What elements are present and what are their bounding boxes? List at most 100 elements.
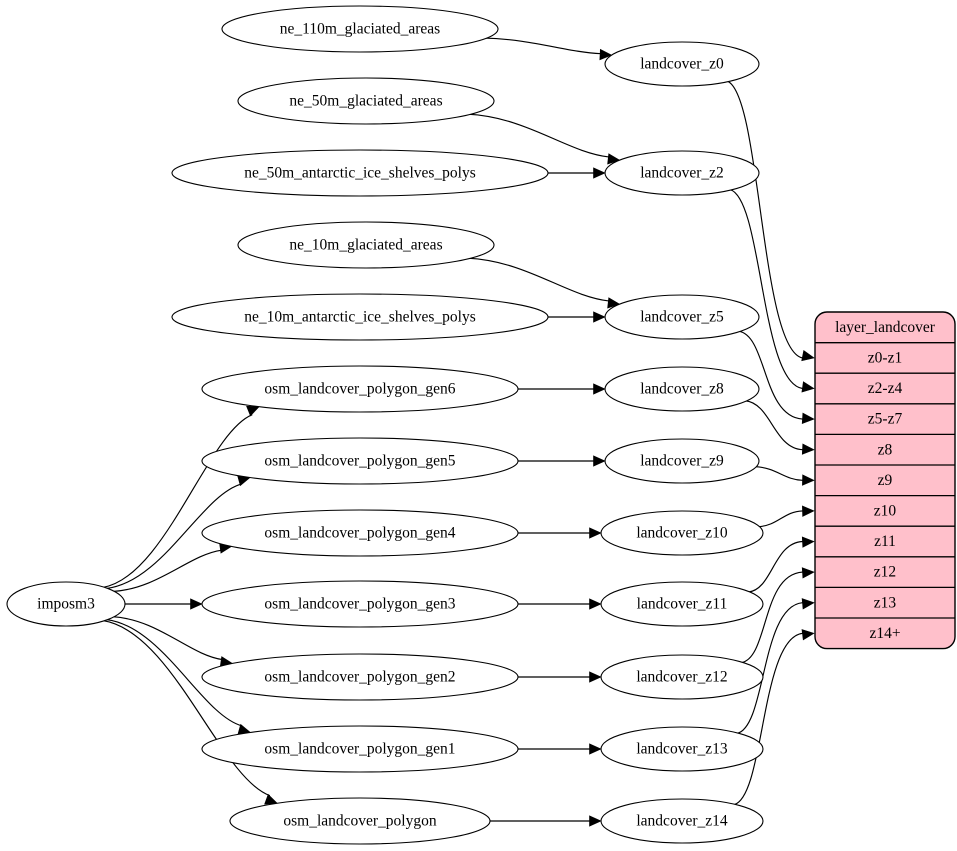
table-row-z5-z7[interactable] <box>815 403 955 435</box>
arrowhead-landcover_z9-to-z9 <box>802 474 815 486</box>
table-cell-label-z9: z9 <box>878 472 893 489</box>
node-label: landcover_z0 <box>640 56 724 73</box>
node-label: landcover_z5 <box>640 309 724 326</box>
table-header-cell <box>815 312 955 343</box>
table-cell-label-z8: z8 <box>878 441 893 458</box>
edge-ne_110m_glaciated_areas-to-landcover_z0 <box>483 37 602 55</box>
node-landcover_z10[interactable]: landcover_z10 <box>600 510 764 556</box>
node-osm_landcover_polygon_gen6[interactable]: osm_landcover_polygon_gen6 <box>201 365 519 413</box>
node-landcover_z11[interactable]: landcover_z11 <box>600 581 764 627</box>
node-label: landcover_z2 <box>640 165 724 182</box>
node-label: osm_landcover_polygon_gen4 <box>264 525 455 542</box>
node-landcover_z12[interactable]: landcover_z12 <box>600 654 764 700</box>
table-cell-label-z2-z4: z2-z4 <box>868 380 903 397</box>
table-row-z2-z4[interactable] <box>815 373 955 404</box>
node-ne_50m_glaciated_areas[interactable]: ne_50m_glaciated_areas <box>237 77 495 125</box>
edge-landcover_z12-to-z12 <box>741 571 803 664</box>
node-landcover_z5[interactable]: landcover_z5 <box>604 294 760 340</box>
edge-landcover_z13-to-z13 <box>736 602 803 735</box>
arrowhead-ne_50m_glaciated_areas-to-landcover_z2 <box>607 153 621 165</box>
table-row-z14+[interactable] <box>815 618 955 649</box>
nodes-layer: imposm3 ne_110m_glaciated_areas ne_50m_gla… <box>6 5 764 845</box>
node-osm_landcover_polygon[interactable]: osm_landcover_polygon <box>229 797 491 845</box>
node-imposm3[interactable]: imposm3 <box>6 581 126 627</box>
table-outline <box>814 311 956 650</box>
node-ne_10m_antarctic_ice_shelves_polys[interactable]: ne_10m_antarctic_ice_shelves_polys <box>171 293 549 341</box>
table-row-z8[interactable] <box>815 434 955 465</box>
node-osm_landcover_polygon_gen5[interactable]: osm_landcover_polygon_gen5 <box>201 437 519 485</box>
edge-ne_10m_glaciated_areas-to-landcover_z5 <box>467 257 610 302</box>
node-shape <box>171 149 549 197</box>
table-row-z11[interactable] <box>815 526 955 557</box>
table-row-z10[interactable] <box>815 495 955 527</box>
node-osm_landcover_polygon_gen4[interactable]: osm_landcover_polygon_gen4 <box>201 509 519 557</box>
table-body <box>815 312 955 649</box>
table-row-z9[interactable] <box>815 465 955 496</box>
node-shape <box>604 366 760 412</box>
node-shape <box>6 581 126 627</box>
arrowhead-osm_landcover_polygon_gen4-to-landcover_z10 <box>589 527 602 539</box>
arrowhead-landcover_z0-to-z0-z1 <box>801 350 815 362</box>
arrowhead-imposm3-to-osm_landcover_polygon_gen6 <box>246 405 260 417</box>
node-shape <box>600 654 764 700</box>
node-landcover_z2[interactable]: landcover_z2 <box>604 150 760 196</box>
node-label: ne_50m_antarctic_ice_shelves_polys <box>244 165 476 182</box>
node-ne_10m_glaciated_areas[interactable]: ne_10m_glaciated_areas <box>237 221 495 269</box>
node-shape <box>604 438 760 484</box>
edge-landcover_z0-to-z0-z1 <box>727 80 803 359</box>
node-ne_110m_glaciated_areas[interactable]: ne_110m_glaciated_areas <box>221 5 499 53</box>
arrowhead-osm_landcover_polygon_gen2-to-landcover_z12 <box>589 671 602 683</box>
arrowhead-landcover_z12-to-z12 <box>801 567 815 579</box>
node-label: ne_50m_glaciated_areas <box>289 93 442 110</box>
arrowhead-landcover_z11-to-z11 <box>801 536 815 548</box>
edge-landcover_z2-to-z2-z4 <box>729 189 803 390</box>
table-cell-label-z12: z12 <box>874 564 896 581</box>
arrowhead-osm_landcover_polygon-to-landcover_z14 <box>589 815 602 827</box>
node-landcover_z13[interactable]: landcover_z13 <box>600 726 764 772</box>
node-shape <box>604 294 760 340</box>
arrowhead-landcover_z13-to-z13 <box>801 598 815 610</box>
node-label: osm_landcover_polygon_gen1 <box>264 741 455 758</box>
node-shape <box>600 726 764 772</box>
node-landcover_z14[interactable]: landcover_z14 <box>600 798 764 844</box>
arrowhead-imposm3-to-osm_landcover_polygon <box>264 793 278 805</box>
node-label: osm_landcover_polygon <box>283 813 437 830</box>
node-osm_landcover_polygon_gen2[interactable]: osm_landcover_polygon_gen2 <box>201 653 519 701</box>
arrowhead-landcover_z5-to-z5-z7 <box>801 412 815 424</box>
edge-landcover_z10-to-z10 <box>757 510 803 528</box>
node-osm_landcover_polygon_gen3[interactable]: osm_landcover_polygon_gen3 <box>201 580 519 628</box>
arrowhead-ne_110m_glaciated_areas-to-landcover_z0 <box>599 48 613 61</box>
edge-imposm3-to-osm_landcover_polygon_gen6 <box>102 414 253 588</box>
table-row-z0-z1[interactable] <box>815 342 955 374</box>
node-landcover_z0[interactable]: landcover_z0 <box>604 41 760 87</box>
node-label: osm_landcover_polygon_gen3 <box>264 596 455 613</box>
node-shape <box>201 725 519 773</box>
table-row-z13[interactable] <box>815 587 955 618</box>
edge-landcover_z11-to-z11 <box>748 540 803 593</box>
node-landcover_z9[interactable]: landcover_z9 <box>604 438 760 484</box>
node-osm_landcover_polygon_gen1[interactable]: osm_landcover_polygon_gen1 <box>201 725 519 773</box>
arrowhead-landcover_z2-to-z2-z4 <box>801 381 815 393</box>
node-label: ne_110m_glaciated_areas <box>280 21 440 38</box>
node-shape <box>600 581 764 627</box>
table-row-z12[interactable] <box>815 556 955 588</box>
edge-imposm3-to-osm_landcover_polygon_gen2 <box>112 616 223 661</box>
node-shape <box>600 798 764 844</box>
edge-imposm3-to-osm_landcover_polygon <box>102 620 271 797</box>
table-cell-label-z5-z7: z5-z7 <box>868 411 903 428</box>
arrowhead-osm_landcover_polygon_gen1-to-landcover_z13 <box>589 743 602 755</box>
arrowhead-ne_50m_antarctic_ice_shelves_polys-to-landcover_z2 <box>593 167 606 179</box>
node-shape <box>237 77 495 125</box>
edge-imposm3-to-osm_landcover_polygon_gen5 <box>106 483 242 590</box>
node-label: osm_landcover_polygon_gen2 <box>264 669 455 686</box>
edge-imposm3-to-osm_landcover_polygon_gen1 <box>106 618 243 727</box>
table-cell-label-z10: z10 <box>874 502 897 519</box>
edge-imposm3-to-osm_landcover_polygon_gen4 <box>112 549 222 593</box>
node-landcover_z8[interactable]: landcover_z8 <box>604 366 760 412</box>
edge-ne_50m_glaciated_areas-to-landcover_z2 <box>467 113 610 158</box>
node-label: landcover_z14 <box>636 813 727 830</box>
edge-landcover_z14-to-z14+ <box>733 632 803 806</box>
node-ne_50m_antarctic_ice_shelves_polys[interactable]: ne_50m_antarctic_ice_shelves_polys <box>171 149 549 197</box>
arrowhead-landcover_z14-to-z14+ <box>801 629 815 641</box>
